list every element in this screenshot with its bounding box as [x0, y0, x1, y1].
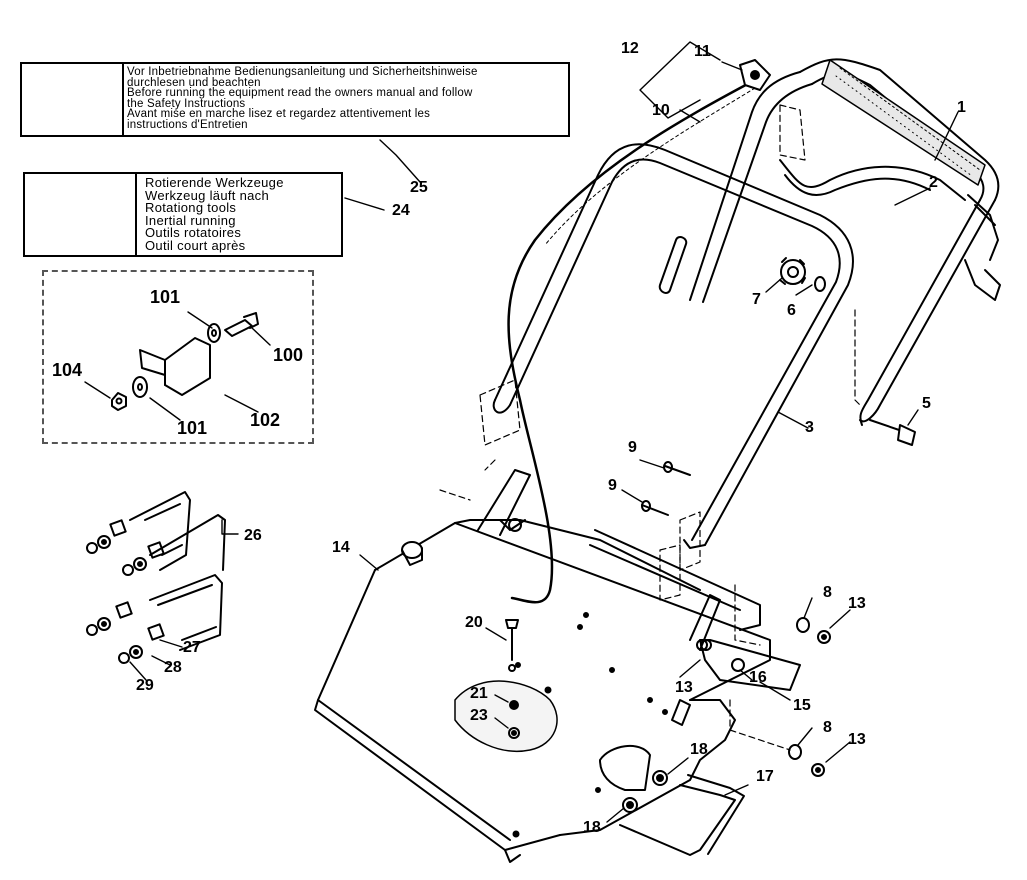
knob-part-7 [779, 257, 806, 285]
nut-part-104 [111, 392, 127, 411]
callout-101b: 101 [177, 418, 208, 438]
callout-6: 6 [787, 302, 796, 319]
callout-5: 5 [922, 395, 931, 412]
label-25-line: Avant mise en marche lisez et regardez a… [127, 108, 431, 121]
bracket-part-15 [699, 639, 801, 691]
callout-9a: 9 [628, 439, 637, 456]
control-cable [507, 78, 757, 604]
callout-8a: 8 [823, 584, 832, 601]
label-25-line: the Safety Instructions [127, 97, 246, 110]
callout-27: 27 [183, 639, 201, 656]
hardware-kit-box [42, 270, 314, 444]
callout-101a: 101 [150, 287, 181, 307]
u-bolt-part-26-lower [86, 574, 223, 664]
callout-17: 17 [756, 768, 774, 785]
safety-label-24 [23, 172, 343, 257]
label-24-line: Werkzeug läuft nach [145, 187, 269, 203]
callout-16: 16 [749, 669, 767, 686]
callout-2: 2 [929, 174, 938, 191]
safety-label-25 [20, 62, 570, 137]
callout-8b: 8 [823, 719, 832, 736]
label-24-line: Rotationg tools [145, 200, 237, 216]
callout-21: 21 [470, 685, 488, 702]
callout-11: 11 [694, 43, 711, 60]
callout-18b: 18 [583, 819, 601, 836]
label-25-line: durchlesen und beachten [127, 76, 261, 89]
callout-102: 102 [250, 410, 281, 430]
label-25-line: Vor Inbetriebnahme Bedienungsanleitung u… [127, 66, 478, 78]
u-bolt-part-26-upper [86, 491, 191, 576]
washer-part-101a [207, 323, 221, 343]
callout-13a: 13 [848, 595, 866, 612]
bolt-part-9b [641, 500, 669, 516]
upper-handle-part-1 [658, 58, 1000, 426]
callout-9b: 9 [608, 477, 617, 494]
callout-15: 15 [793, 697, 811, 714]
callout-20: 20 [465, 614, 483, 631]
callout-1: 1 [957, 99, 966, 116]
decal-outlines [439, 104, 861, 751]
callout-23: 23 [470, 707, 488, 724]
label-24-line: Outils rotatoires [145, 225, 242, 241]
washer-part-6 [814, 276, 826, 292]
bail-part-17 [619, 774, 745, 856]
callout-14: 14 [332, 539, 350, 556]
callout-7: 7 [752, 291, 761, 308]
nuts-part-18 [622, 770, 668, 813]
callout-3: 3 [805, 419, 814, 436]
callout-29: 29 [136, 677, 154, 694]
callout-12: 12 [621, 40, 639, 57]
callout-26: 26 [244, 527, 262, 544]
leader-lines [84, 41, 959, 823]
lower-handle-part-3 [492, 143, 854, 549]
callout-13b: 13 [675, 679, 693, 696]
screw-part-20 [505, 619, 519, 672]
label-25-line: instructions d'Entretien [127, 118, 248, 131]
label-24-line: Rotierende Werkzeuge [145, 175, 284, 190]
label-24-line: Inertial running [145, 212, 236, 228]
bracket-part-102 [139, 337, 211, 396]
label-25-line: Before running the equipment read the ow… [127, 87, 473, 100]
washer-part-101b [132, 376, 148, 398]
clamp-part-11 [739, 59, 771, 91]
bolt-part-5 [869, 419, 916, 446]
callout-100: 100 [273, 345, 304, 365]
callout-25: 25 [410, 179, 428, 196]
u-bolt-part-26-mid [149, 514, 226, 571]
crossbar-part-2 [779, 159, 1001, 301]
callout-24: 24 [392, 202, 410, 219]
callout-10: 10 [652, 102, 670, 119]
callout-13c: 13 [848, 731, 866, 748]
bolt-part-9a [663, 461, 691, 476]
callout-18a: 18 [690, 741, 708, 758]
washers-nuts-part-8-13 [696, 617, 831, 777]
callout-104: 104 [52, 360, 83, 380]
mower-deck-part-14 [314, 469, 771, 863]
bolt-part-100 [224, 312, 259, 337]
safety-label-25-text: Vor Inbetriebnahme Bedienungsanleitung u… [127, 66, 478, 131]
safety-label-24-text: Rotierende Werkzeuge Werkzeug läuft nach… [145, 175, 284, 253]
callout-28: 28 [164, 659, 182, 676]
label-24-line: Outil court après [145, 237, 246, 253]
nut-washer-part-21-23 [508, 700, 520, 739]
